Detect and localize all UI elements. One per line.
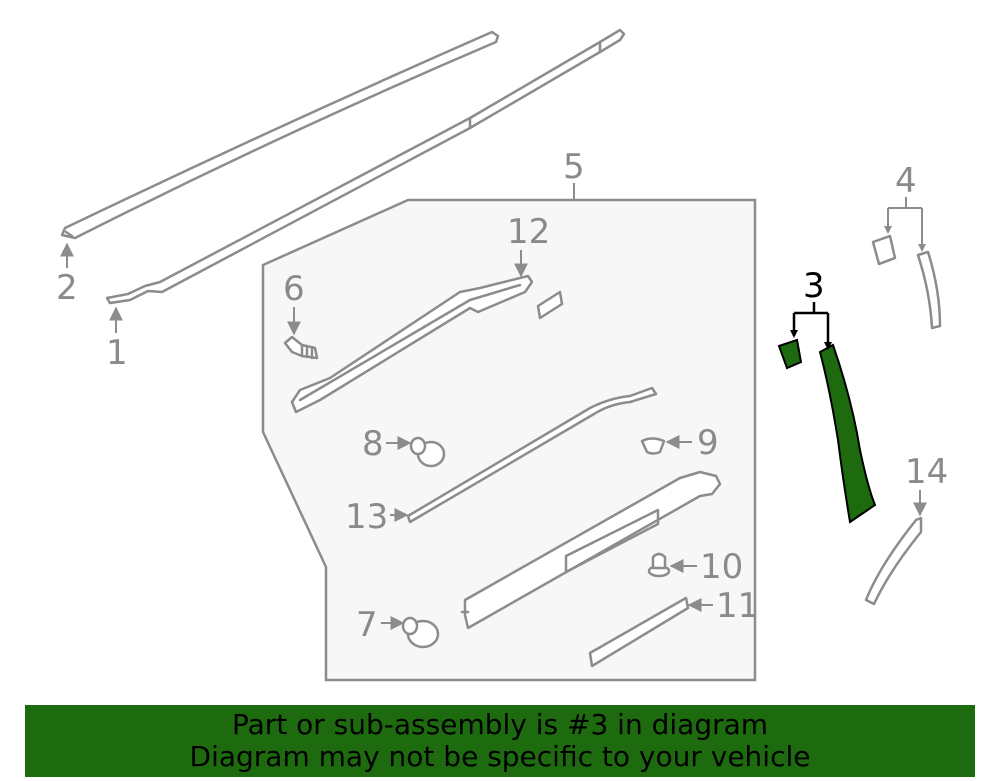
callout-14: 14 xyxy=(905,452,948,492)
callout-3: 3 xyxy=(803,266,825,306)
part-9-clip xyxy=(640,437,666,455)
callout-2: 2 xyxy=(56,268,78,308)
callout-11: 11 xyxy=(716,586,759,626)
callout-10: 10 xyxy=(700,547,743,587)
leader-4-arrows xyxy=(884,226,926,252)
part-12-belt-molding xyxy=(290,274,534,414)
callout-12: 12 xyxy=(507,212,550,252)
part-14-molding xyxy=(864,516,923,606)
callout-4: 4 xyxy=(895,161,917,201)
callout-5: 5 xyxy=(563,147,585,187)
leader-3-arrows xyxy=(790,330,832,350)
parts-diagram: 2 1 5 12 6 8 13 9 xyxy=(56,28,948,682)
door-trim-panel xyxy=(460,470,722,630)
part-13-weatherstrip xyxy=(406,386,658,524)
banner-line-1: Part or sub-assembly is #3 in diagram xyxy=(231,708,769,741)
callout-6: 6 xyxy=(283,269,305,309)
callout-7: 7 xyxy=(356,605,378,645)
banner-line-2: Diagram may not be specific to your vehi… xyxy=(189,740,811,773)
small-clip-12 xyxy=(536,290,564,320)
callout-1: 1 xyxy=(106,333,128,373)
part-2-roof-molding xyxy=(60,30,500,240)
callout-13: 13 xyxy=(345,497,388,537)
part-6-screw xyxy=(283,335,319,360)
notice-banner: Part or sub-assembly is #3 in diagram Di… xyxy=(25,705,975,777)
callout-9: 9 xyxy=(697,423,719,463)
callout-8: 8 xyxy=(362,424,384,464)
part-4-applique xyxy=(871,234,942,330)
leader-4 xyxy=(887,197,923,250)
panel-5-outline xyxy=(261,198,757,682)
part-8-clip xyxy=(409,436,446,468)
part-3-applique-highlighted xyxy=(777,338,877,524)
part-1-roof-molding xyxy=(105,28,626,305)
leader-3 xyxy=(792,302,830,348)
part-7-clip xyxy=(401,616,440,649)
part-10-clip xyxy=(647,552,671,578)
